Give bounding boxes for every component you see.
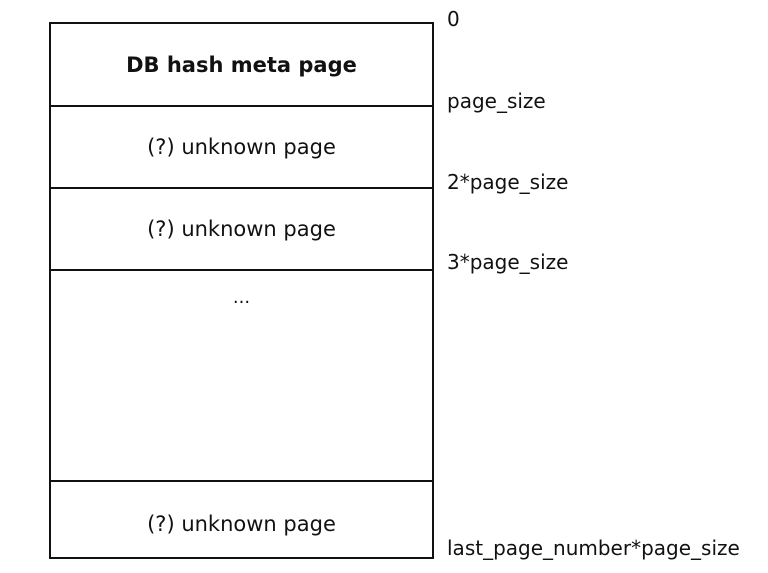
last-unknown-page-block: (?) unknown page (51, 482, 432, 559)
unknown-page-block-1: (?) unknown page (51, 107, 432, 189)
offset-label-start: 0 (447, 7, 460, 31)
offset-label-last-page: last_page_number*page_size (447, 536, 740, 560)
unknown-page-label-1: (?) unknown page (147, 135, 336, 159)
ellipsis-label: ... (232, 287, 251, 308)
unknown-page-label-2: (?) unknown page (147, 217, 336, 241)
unknown-page-block-2: (?) unknown page (51, 189, 432, 271)
meta-page-block: DB hash meta page (51, 24, 432, 107)
offset-label-page-size: page_size (447, 89, 546, 113)
page-stack: DB hash meta page (?) unknown page (?) u… (49, 22, 434, 559)
offset-label-2-page-size: 2*page_size (447, 170, 569, 194)
meta-page-label: DB hash meta page (126, 52, 357, 77)
last-unknown-page-label: (?) unknown page (147, 511, 336, 536)
offset-label-3-page-size: 3*page_size (447, 250, 569, 274)
ellipsis-block: ... (51, 271, 432, 482)
